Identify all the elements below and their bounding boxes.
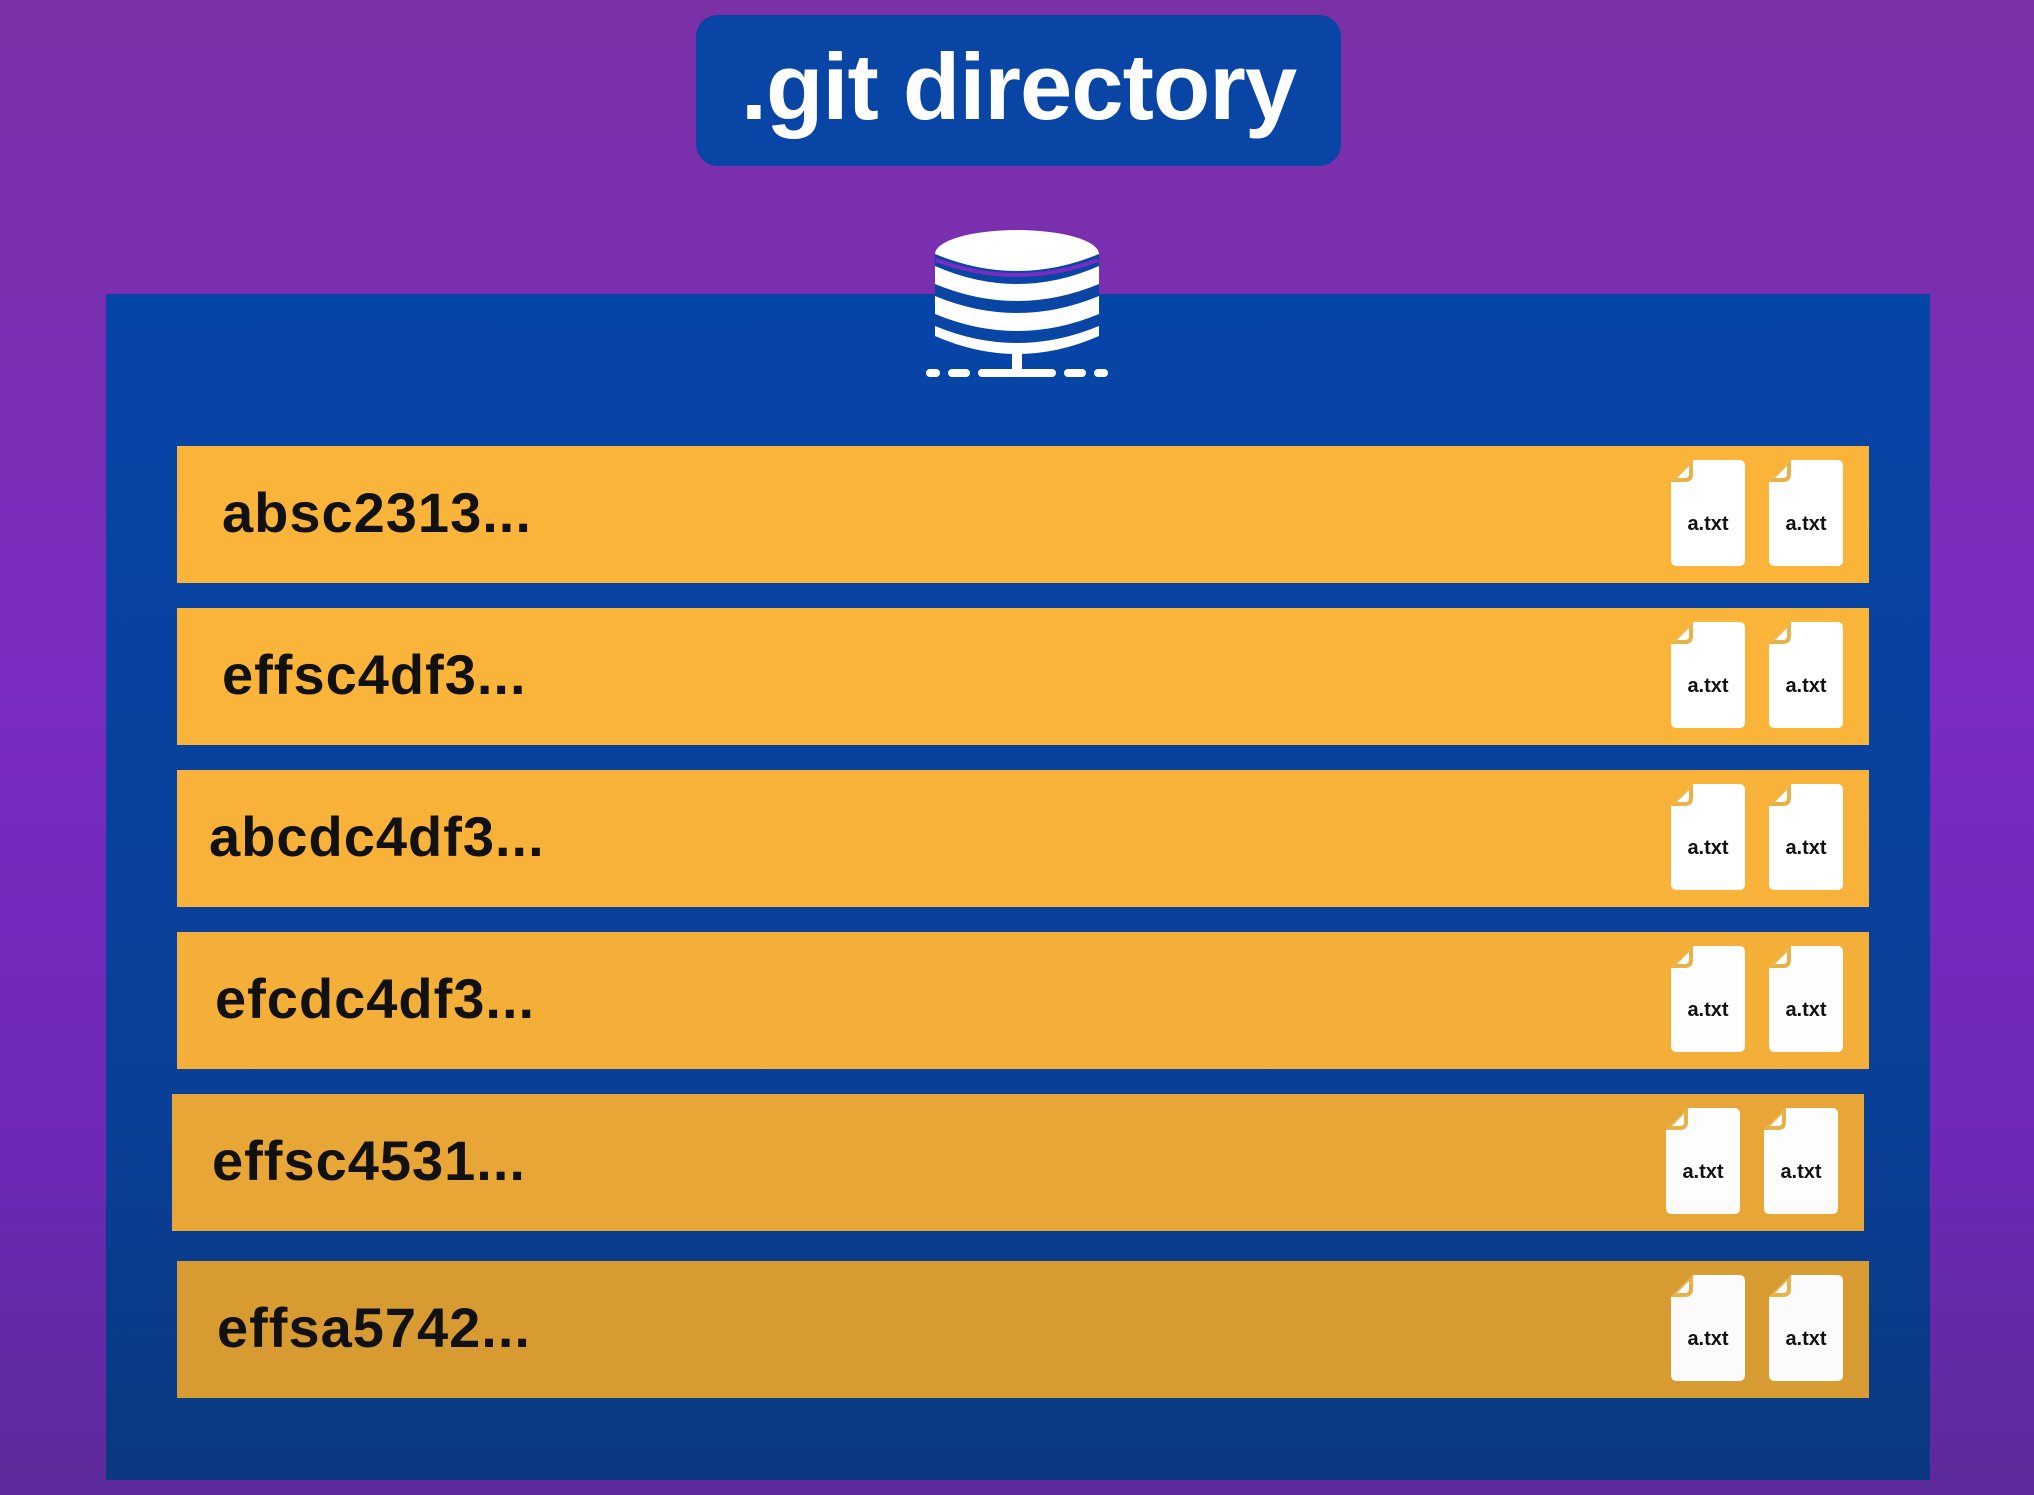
commit-row: abcdc4df3... a.txt a.txt [177, 770, 1869, 907]
commit-hash: effsc4df3... [222, 643, 527, 706]
commit-hash: absc2313... [222, 481, 532, 544]
file-icon: a.txt [1769, 784, 1843, 890]
file-name: a.txt [1687, 1328, 1728, 1350]
commit-row: absc2313... a.txt a.txt [177, 446, 1869, 583]
commit-row: effsa5742... a.txt a.txt [177, 1261, 1869, 1398]
file-icon: a.txt [1666, 1108, 1740, 1214]
file-icon: a.txt [1671, 946, 1745, 1052]
page-title: .git directory [740, 33, 1297, 139]
file-name: a.txt [1785, 513, 1826, 535]
database-icon [926, 230, 1108, 377]
file-name: a.txt [1785, 837, 1826, 859]
file-icon: a.txt [1769, 946, 1843, 1052]
file-name: a.txt [1785, 1328, 1826, 1350]
commit-hash: abcdc4df3... [209, 805, 545, 868]
commit-row: effsc4531... a.txt a.txt [172, 1094, 1864, 1231]
commit-row: efcdc4df3... a.txt a.txt [177, 932, 1869, 1069]
commit-hash: effsa5742... [217, 1296, 531, 1359]
file-icon: a.txt [1764, 1108, 1838, 1214]
file-name: a.txt [1682, 1161, 1723, 1183]
file-name: a.txt [1687, 675, 1728, 697]
file-name: a.txt [1687, 999, 1728, 1021]
file-name: a.txt [1785, 999, 1826, 1021]
file-icon: a.txt [1769, 1275, 1843, 1381]
file-icon: a.txt [1671, 784, 1745, 890]
title-banner: .git directory [696, 15, 1341, 166]
file-icon: a.txt [1671, 1275, 1745, 1381]
file-icon: a.txt [1671, 622, 1745, 728]
file-icon: a.txt [1671, 460, 1745, 566]
file-name: a.txt [1780, 1161, 1821, 1183]
file-name: a.txt [1785, 675, 1826, 697]
file-icon: a.txt [1769, 622, 1843, 728]
file-name: a.txt [1687, 513, 1728, 535]
commit-row: effsc4df3... a.txt a.txt [177, 608, 1869, 745]
file-icon: a.txt [1769, 460, 1843, 566]
commit-hash: efcdc4df3... [215, 967, 536, 1030]
file-name: a.txt [1687, 837, 1728, 859]
commit-hash: effsc4531... [212, 1129, 526, 1192]
